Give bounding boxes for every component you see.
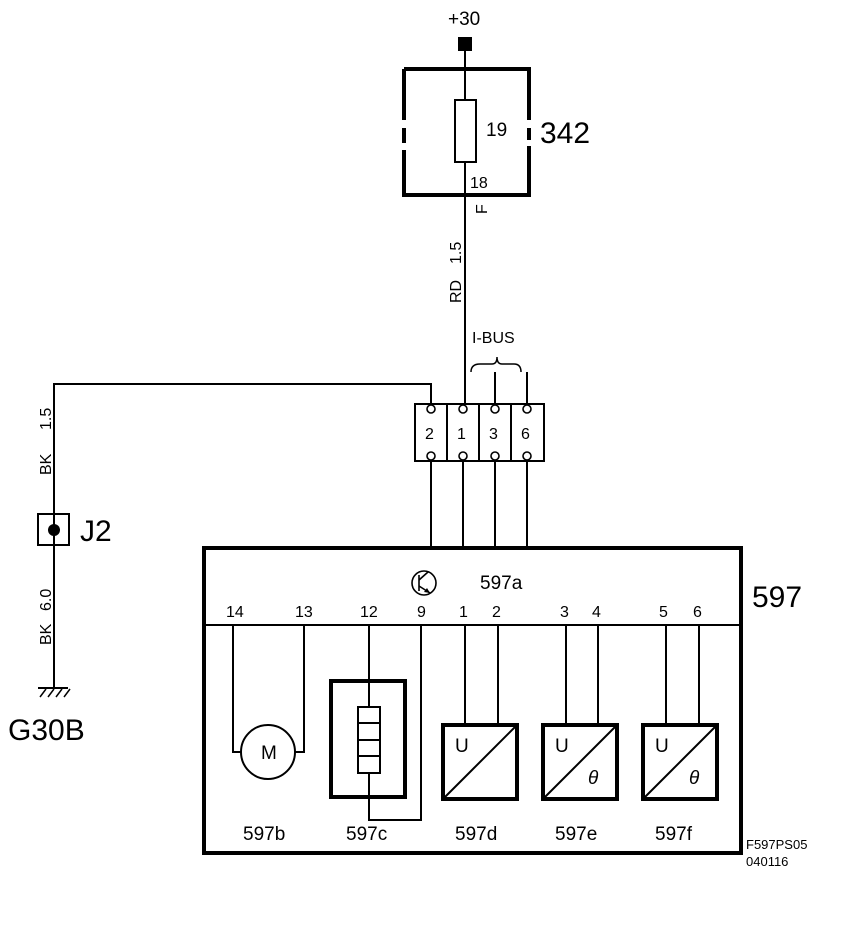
ground-upper-color: BK [38, 453, 55, 475]
fuse-pin: 18 [470, 175, 488, 192]
fuse-number: 19 [486, 120, 507, 141]
splice-dot [48, 524, 60, 536]
label-597c: 597c [346, 824, 387, 845]
label-597d: 597d [455, 824, 497, 845]
sensor-597d [441, 723, 519, 801]
supply-wire-size: 1.5 [448, 242, 465, 264]
ground-symbol [38, 687, 71, 698]
sensor-597f [641, 723, 719, 801]
terminal-14: 14 [226, 604, 244, 621]
connector-pin-3: 3 [489, 426, 498, 443]
control-unit-id: 597 [752, 581, 802, 614]
splice-label: J2 [80, 515, 112, 548]
connector-pin-2: 2 [425, 426, 434, 443]
ground-label: G30B [8, 714, 85, 747]
sensor-597f-symbol: U [655, 736, 669, 757]
footer-date: 040116 [746, 854, 788, 869]
motor-symbol: M [261, 743, 277, 764]
connector-pin-1: 1 [457, 426, 466, 443]
terminal-6: 6 [693, 604, 702, 621]
connector-pin-6: 6 [521, 426, 530, 443]
control-unit-597 [202, 546, 743, 855]
footer-code: F597PS05 [746, 837, 807, 852]
ground-lower-color: BK [38, 623, 55, 645]
terminal-3: 3 [560, 604, 569, 621]
supply-terminal [458, 37, 472, 51]
sensor-597e-theta: θ [588, 768, 599, 789]
fuse-box-id: 342 [540, 117, 590, 150]
transistor-icon [411, 570, 437, 596]
ibus-label: I-BUS [472, 330, 515, 347]
control-unit-sub-id: 597a [480, 573, 523, 594]
label-597e: 597e [555, 824, 597, 845]
sensor-597d-symbol: U [455, 736, 469, 757]
terminal-9: 9 [417, 604, 426, 621]
label-597f: 597f [655, 824, 693, 845]
sensor-597e-symbol: U [555, 736, 569, 757]
fuse-19 [454, 99, 477, 163]
supply-label: +30 [448, 9, 480, 30]
splice-j2 [37, 513, 70, 546]
fuse-pin-letter: F [474, 204, 491, 214]
connector-block [414, 403, 545, 462]
motor-597b [240, 724, 296, 780]
terminal-2: 2 [492, 604, 501, 621]
ground-upper-size: 1.5 [38, 408, 55, 430]
terminal-1: 1 [459, 604, 468, 621]
terminal-5: 5 [659, 604, 668, 621]
supply-wire-color: RD [448, 280, 465, 303]
terminal-12: 12 [360, 604, 378, 621]
heater-element [357, 706, 381, 774]
label-597b: 597b [243, 824, 285, 845]
sensor-597e [541, 723, 619, 801]
ground-lower-size: 6.0 [38, 589, 55, 611]
terminal-13: 13 [295, 604, 313, 621]
terminal-4: 4 [592, 604, 601, 621]
fuse-box-342 [402, 67, 531, 197]
ibus-brace [470, 356, 522, 373]
sensor-597f-theta: θ [689, 768, 700, 789]
